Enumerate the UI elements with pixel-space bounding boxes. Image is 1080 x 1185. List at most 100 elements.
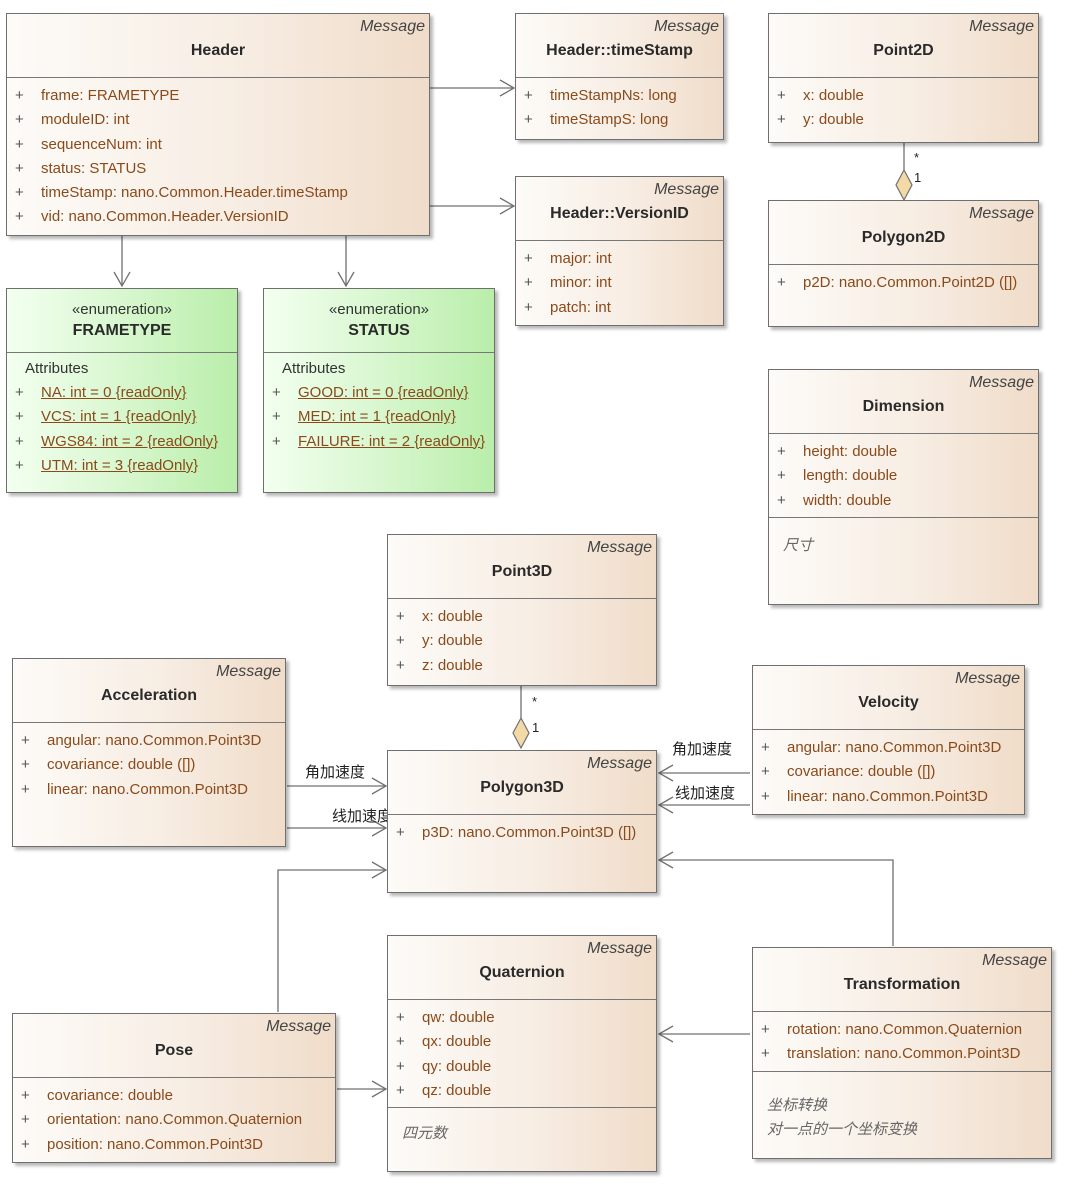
class-velocity[interactable]: Message Velocity +angular: nano.Common.P…: [752, 665, 1025, 815]
class-polygon2d[interactable]: Message Polygon2D +p2D: nano.Common.Poin…: [768, 200, 1039, 327]
attribute: + qx: double: [388, 1030, 656, 1054]
class-header-title: Message Header: [7, 14, 429, 78]
attribute: +minor: int: [516, 271, 723, 295]
attribute-text: translation: nano.Common.Point3D: [787, 1045, 1021, 1063]
attribute-text: y: double: [422, 632, 483, 650]
visibility-marker: +: [21, 780, 30, 798]
visibility-marker: +: [777, 443, 786, 460]
class-acceleration[interactable]: Message Acceleration +angular: nano.Comm…: [12, 658, 286, 847]
edge-pose-polygon3d: [277, 869, 386, 1012]
class-dimension[interactable]: Message Dimension + height: double +lengt…: [768, 369, 1039, 605]
stereotype-label: Message: [587, 940, 652, 957]
attribute: +WGS84: int = 2 {readOnly}: [7, 430, 237, 454]
attribute: + GOOD: int = 0 {readOnly}: [264, 381, 494, 405]
attribute-text: timeStamp: nano.Common.Header.timeStamp: [41, 184, 348, 202]
attribute-text: GOOD: int = 0 {readOnly}: [298, 384, 469, 401]
attribute: + height: double: [769, 440, 1038, 464]
class-header-title: Message Pose: [13, 1014, 335, 1078]
attribute: +MED: int = 1 {readOnly}: [264, 405, 494, 429]
attribute-list: +major: int +minor: int +patch: int: [516, 241, 723, 324]
class-name: Header::VersionID: [550, 204, 689, 222]
attribute-list: +frame: FRAMETYPE +moduleID: int +sequen…: [7, 78, 429, 234]
attribute-text: height: double: [803, 443, 898, 460]
attribute-text: qx: double: [422, 1033, 492, 1051]
attributes-section-label: Attributes: [282, 360, 346, 377]
attribute: + qw: double: [388, 1006, 656, 1030]
attribute-list: +x: double +y: double: [769, 78, 1038, 137]
visibility-marker: +: [777, 467, 786, 485]
class-notes: 四元数: [388, 1107, 656, 1160]
attribute-list: +timeStampNs: long +timeStampS: long: [516, 78, 723, 137]
class-name: Acceleration: [100, 686, 198, 704]
attribute: +frame: FRAMETYPE: [7, 84, 429, 108]
class-quaternion[interactable]: Message Quaternion + qw: double + qx: doub…: [387, 935, 657, 1172]
attribute-list: +qw: double +qx: double +qy: double +qz:…: [388, 1000, 656, 1107]
class-name: Quaternion: [479, 963, 565, 981]
enum-status[interactable]: «enumeration» STATUS Attributes +GOOD: i…: [263, 288, 495, 493]
class-polygon3d[interactable]: Message Polygon3D +p3D: nano.Common.Poin…: [387, 750, 657, 893]
visibility-marker: +: [272, 384, 281, 401]
class-header-title: Message Quaternion: [388, 936, 656, 1000]
visibility-marker: +: [396, 1033, 405, 1051]
attribute: +position: nano.Common.Point3D: [13, 1133, 335, 1157]
aggregation-diamond-polygon2d: [895, 168, 913, 202]
visibility-marker: +: [396, 1009, 405, 1026]
attribute-text: major: int: [550, 250, 612, 267]
note-line: 尺寸: [783, 536, 814, 554]
attribute-text: timeStampNs: long: [550, 87, 677, 104]
stereotype-label: Message: [654, 181, 719, 198]
attribute-text: qw: double: [422, 1009, 495, 1026]
attribute-list: +angular: nano.Common.Point3D +covarianc…: [13, 723, 285, 806]
attribute: +length: double: [769, 464, 1038, 488]
edge-label-vel-linear: 线加速度: [675, 785, 736, 802]
visibility-marker: +: [15, 456, 24, 474]
visibility-marker: +: [15, 184, 24, 202]
stereotype-label: Message: [266, 1018, 331, 1035]
class-header-title: Message Dimension: [769, 370, 1038, 434]
visibility-marker: +: [524, 250, 533, 267]
note-line: 坐标转换: [767, 1096, 828, 1114]
attribute-text: covariance: double ([]): [787, 763, 936, 781]
attribute-list: +covariance: double +orientation: nano.C…: [13, 1078, 335, 1161]
attribute: + timeStamp: nano.Common.Header.timeStamp: [7, 181, 429, 205]
arrowhead-acc-angular: [371, 777, 388, 795]
attribute-text: covariance: double: [47, 1087, 173, 1104]
class-header-title: Message Point2D: [769, 14, 1038, 78]
attribute: + major: int: [516, 247, 723, 271]
attribute-list: +rotation: nano.Common.Quaternion +trans…: [753, 1012, 1051, 1071]
attribute-text: FAILURE: int = 2 {readOnly}: [298, 432, 486, 450]
class-header-title: Message Header::timeStamp: [516, 14, 723, 78]
attribute: + translation: nano.Common.Point3D: [753, 1042, 1051, 1066]
class-header-title: «enumeration» FRAMETYPE: [7, 289, 237, 353]
attribute-text: frame: FRAMETYPE: [41, 87, 180, 104]
visibility-marker: +: [396, 608, 405, 625]
visibility-marker: +: [396, 1081, 405, 1099]
visibility-marker: +: [761, 1045, 770, 1063]
attribute-text: p3D: nano.Common.Point3D ([]): [422, 824, 637, 841]
attribute: +linear: nano.Common.Point3D: [753, 785, 1024, 809]
class-header-timestamp[interactable]: Message Header::timeStamp +timeStampNs: …: [515, 13, 724, 140]
class-pose[interactable]: Message Pose +covariance: double +orient…: [12, 1013, 336, 1163]
class-transformation[interactable]: Message Transformation +rotation: nano.C…: [752, 947, 1052, 1159]
attribute-text: NA: int = 0 {readOnly}: [41, 384, 187, 401]
attribute: +moduleID: int: [7, 108, 429, 132]
attribute: +covariance: double: [13, 1084, 335, 1108]
enum-frametype[interactable]: «enumeration» FRAMETYPE Attributes +NA: …: [6, 288, 238, 493]
attribute: +covariance: double ([]): [13, 753, 285, 777]
visibility-marker: +: [15, 208, 24, 226]
attribute-text: qz: double: [422, 1081, 492, 1099]
visibility-marker: +: [761, 739, 770, 756]
attribute: +x: double: [388, 605, 656, 629]
arrowhead-vel-angular: [657, 764, 674, 782]
class-header-title: Message Polygon3D: [388, 751, 656, 815]
class-point2d[interactable]: Message Point2D +x: double +y: double: [768, 13, 1039, 143]
class-name: Point3D: [491, 562, 553, 580]
class-name: STATUS: [348, 322, 410, 339]
attribute-text: VCS: int = 1 {readOnly}: [41, 408, 197, 426]
edge-label-acc-linear: 线加速度: [332, 808, 393, 825]
class-header[interactable]: Message Header +frame: FRAMETYPE +module…: [6, 13, 430, 236]
attribute-text: z: double: [422, 656, 483, 674]
class-point3d[interactable]: Message Point3D +x: double +y: double +z…: [387, 534, 657, 686]
class-header-versionid[interactable]: Message Header::VersionID + major: int +m…: [515, 176, 724, 326]
attribute-list: +p2D: nano.Common.Point2D ([]): [769, 265, 1038, 299]
